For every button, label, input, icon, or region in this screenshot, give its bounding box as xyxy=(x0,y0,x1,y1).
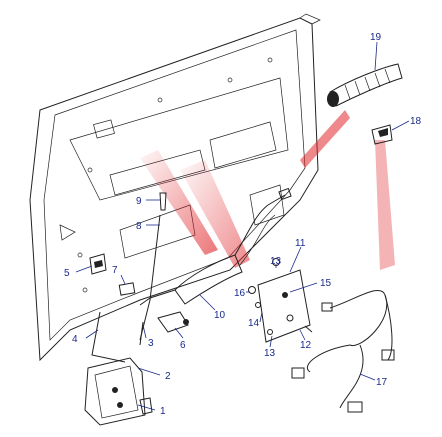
callout-13-lower: 13 xyxy=(264,348,276,359)
clip-part-18 xyxy=(371,124,393,145)
harness-part-17 xyxy=(291,289,395,413)
actuator-part-6 xyxy=(157,311,189,333)
callout-9: 9 xyxy=(136,196,142,207)
motor-and-harness-part-10 xyxy=(139,187,292,306)
callout-2: 2 xyxy=(165,371,171,382)
callout-10: 10 xyxy=(214,310,226,321)
handle-part-5 xyxy=(89,253,107,275)
striker-plate-part-11 xyxy=(248,258,313,343)
callout-11: 11 xyxy=(295,238,306,249)
bracket-part-7 xyxy=(118,282,136,296)
pin-part-9 xyxy=(159,192,167,211)
callout-4: 4 xyxy=(72,334,78,345)
callout-12: 12 xyxy=(300,340,312,351)
callout-19: 19 xyxy=(370,32,382,43)
callout-8: 8 xyxy=(136,221,142,232)
callout-1: 1 xyxy=(160,406,166,417)
callout-7: 7 xyxy=(112,265,118,276)
lock-mechanism-part-1 xyxy=(84,357,153,426)
callout-17: 17 xyxy=(376,377,388,388)
callout-5: 5 xyxy=(64,268,70,279)
callout-13-upper: 13 xyxy=(270,256,282,267)
callout-6: 6 xyxy=(180,340,186,351)
callout-3: 3 xyxy=(148,338,154,349)
callout-14: 14 xyxy=(248,318,260,329)
callout-labels: 1 2 3 4 5 6 7 8 9 10 11 12 13 13 14 15 1… xyxy=(64,32,422,417)
leader-lines xyxy=(75,41,410,411)
callout-18: 18 xyxy=(410,116,422,127)
projection-fans xyxy=(140,110,395,270)
callout-15: 15 xyxy=(320,278,332,289)
callout-16: 16 xyxy=(234,288,246,299)
grommet-part-19 xyxy=(327,63,403,107)
